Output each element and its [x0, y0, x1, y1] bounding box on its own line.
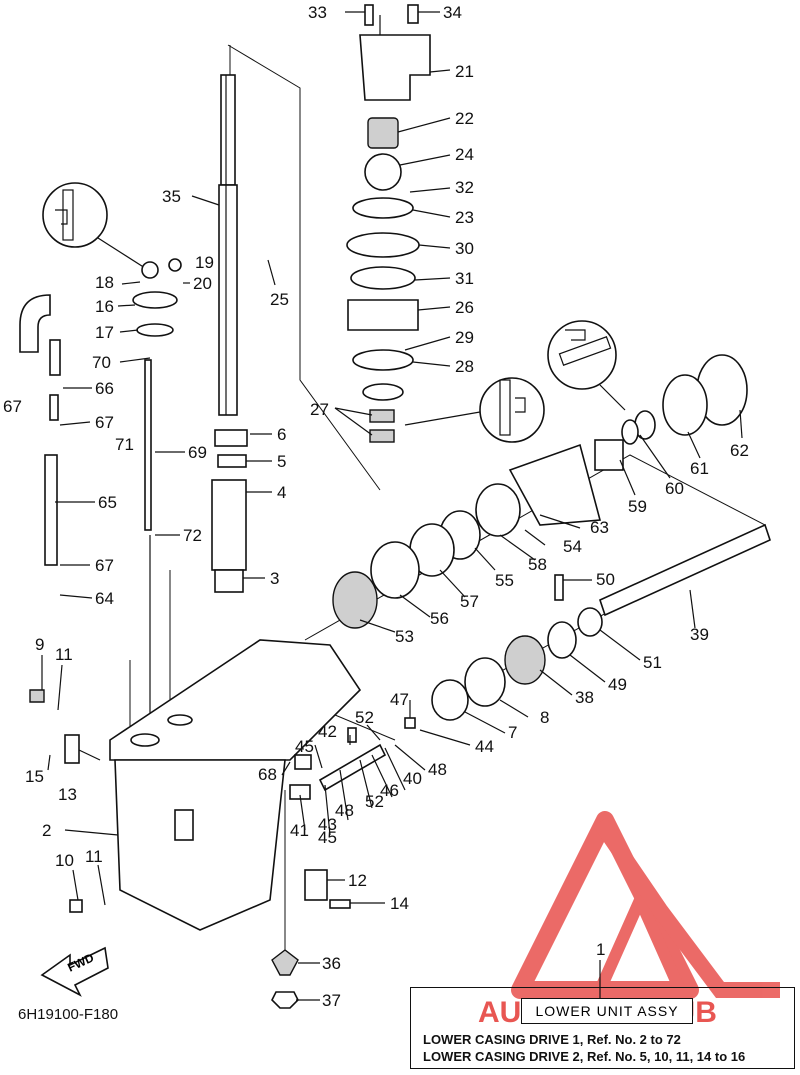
- ref-47: 47: [390, 690, 409, 709]
- ref-23: 23: [455, 208, 474, 227]
- ref-6: 6: [277, 425, 286, 444]
- ref-33: 33: [308, 3, 327, 22]
- ref-35: 35: [162, 187, 181, 206]
- ref-69: 69: [188, 443, 207, 462]
- ref-50: 50: [596, 570, 615, 589]
- ref-52-low: 52: [365, 792, 384, 811]
- ref-26: 26: [455, 298, 474, 317]
- shift-rod-parts: [19, 258, 182, 566]
- ref-63: 63: [590, 518, 609, 537]
- ref-20: 20: [193, 274, 212, 293]
- ref-5: 5: [277, 452, 286, 471]
- ref-45-low: 45: [318, 828, 337, 847]
- ref-25: 25: [270, 290, 289, 309]
- ref-59: 59: [628, 497, 647, 516]
- ref-16: 16: [95, 297, 114, 316]
- ref-7: 7: [508, 723, 517, 742]
- ref-52-top: 52: [355, 708, 374, 727]
- watermark-logo: [511, 811, 780, 999]
- ref-37: 37: [322, 991, 341, 1010]
- ref-43: 43: [318, 815, 337, 834]
- drive-shaft: [211, 74, 248, 593]
- ref-3: 3: [270, 569, 279, 588]
- ref-67-low: 67: [95, 556, 114, 575]
- ref-54: 54: [563, 537, 582, 556]
- ref-70: 70: [92, 353, 111, 372]
- ref-51: 51: [643, 653, 662, 672]
- ref-1-callout: 1: [596, 940, 605, 959]
- ref-64: 64: [95, 589, 114, 608]
- assembly-title: LOWER UNIT ASSY: [521, 998, 693, 1024]
- detail-callout-right: [547, 320, 626, 411]
- ref-40: 40: [403, 769, 422, 788]
- assembly-line-1: LOWER CASING DRIVE 1, Ref. No. 2 to 72: [423, 1032, 681, 1047]
- assembly-info-box: LOWER UNIT ASSY LOWER CASING DRIVE 1, Re…: [410, 987, 795, 1069]
- ref-2: 2: [42, 821, 51, 840]
- detail-callout-mid: [404, 377, 545, 443]
- assembly-line-2: LOWER CASING DRIVE 2, Ref. No. 5, 10, 11…: [423, 1049, 746, 1064]
- ref-66: 66: [95, 379, 114, 398]
- ref-48-right: 48: [428, 760, 447, 779]
- ref-8: 8: [540, 708, 549, 727]
- ref-46: 46: [380, 781, 399, 800]
- ref-12: 12: [348, 871, 367, 890]
- ref-18: 18: [95, 273, 114, 292]
- ref-57: 57: [460, 592, 479, 611]
- ref-4: 4: [277, 483, 286, 502]
- leader-lines: [41, 11, 743, 1005]
- ref-58: 58: [528, 555, 547, 574]
- ref-60: 60: [665, 479, 684, 498]
- ref-10: 10: [55, 851, 74, 870]
- ref-71: 71: [115, 435, 134, 454]
- ref-72: 72: [183, 526, 202, 545]
- ref-68: 68: [258, 765, 277, 784]
- bolts-pinion-anode: [29, 4, 419, 1009]
- ref-11-top: 11: [55, 645, 73, 664]
- ref-39: 39: [690, 625, 709, 644]
- ref-17: 17: [95, 323, 114, 342]
- ref-29: 29: [455, 328, 474, 347]
- ref-53: 53: [395, 627, 414, 646]
- ref-67-top: 67: [3, 397, 22, 416]
- ref-48-low: 48: [335, 801, 354, 820]
- ref-31: 31: [455, 269, 474, 288]
- lower-casing: [109, 639, 362, 931]
- ref-38: 38: [575, 688, 594, 707]
- ref-34: 34: [443, 3, 462, 22]
- propeller-shaft-gears: [332, 354, 771, 721]
- ref-32: 32: [455, 178, 474, 197]
- ref-21: 21: [455, 62, 474, 81]
- ref-49: 49: [608, 675, 627, 694]
- ref-61: 61: [690, 459, 709, 478]
- ref-28: 28: [455, 357, 474, 376]
- reference-labels: 33 34 21 22 24 32 23 30 31 26 29 28 27 3…: [3, 3, 749, 1010]
- ref-41: 41: [290, 821, 309, 840]
- ref-62: 62: [730, 441, 749, 460]
- ref-14: 14: [390, 894, 409, 913]
- ref-36: 36: [322, 954, 341, 973]
- ref-22: 22: [455, 109, 474, 128]
- ref-11-low: 11: [85, 847, 103, 866]
- diagram-code: 6H19100-F180: [18, 1006, 119, 1023]
- ref-9: 9: [35, 635, 44, 654]
- detail-callout-left: [42, 182, 146, 269]
- ref-30: 30: [455, 239, 474, 258]
- ref-56: 56: [430, 609, 449, 628]
- ref-13: 13: [58, 785, 77, 804]
- ref-19: 19: [195, 253, 214, 272]
- ref-67-mid: 67: [95, 413, 114, 432]
- ref-55: 55: [495, 571, 514, 590]
- ref-24: 24: [455, 145, 474, 164]
- ref-44: 44: [475, 737, 494, 756]
- forward-arrow-icon: FWD: [40, 946, 109, 997]
- ref-42: 42: [318, 722, 337, 741]
- ref-65: 65: [98, 493, 117, 512]
- ref-27: 27: [310, 400, 329, 419]
- ref-15: 15: [25, 767, 44, 786]
- ref-45-top: 45: [295, 737, 314, 756]
- water-pump-stack: [346, 34, 431, 443]
